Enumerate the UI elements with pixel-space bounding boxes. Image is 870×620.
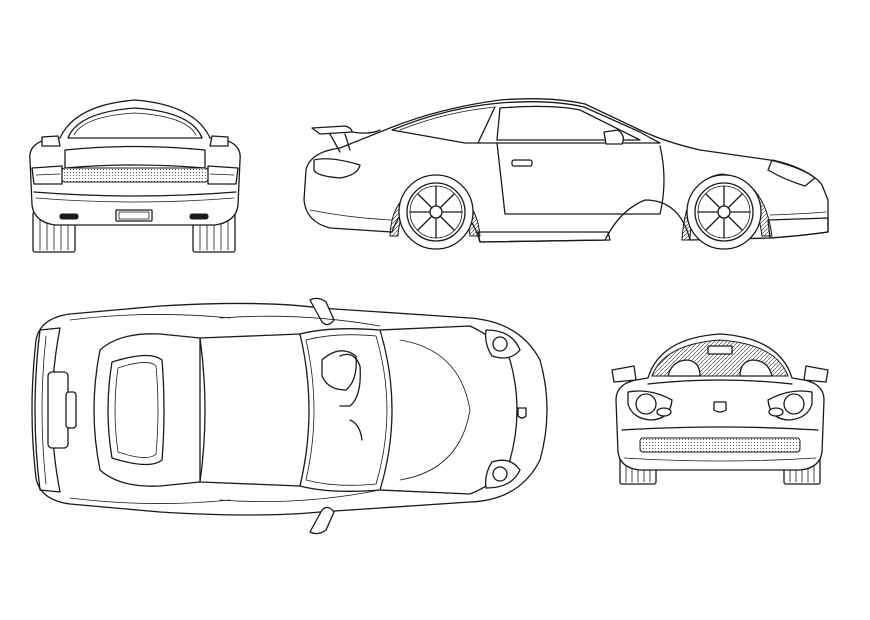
front-seat-right	[739, 359, 773, 377]
front-right-mirror	[803, 365, 829, 383]
rear-window	[67, 107, 203, 139]
top-rear-grille	[47, 371, 69, 449]
side-window-glass	[496, 105, 641, 141]
top-mirror-right	[309, 506, 335, 535]
front-rearview-mirror	[707, 345, 733, 355]
rear-right-mirror	[209, 135, 229, 147]
rear-license-plate	[115, 209, 153, 222]
top-hood-badge	[517, 407, 527, 419]
side-rear-wheel	[398, 174, 474, 250]
top-headlight-left	[484, 329, 521, 359]
front-hood-badge	[713, 401, 727, 413]
rear-left-taillight	[31, 165, 63, 185]
side-skirt	[477, 231, 611, 243]
side-front-wheel	[686, 174, 762, 250]
rear-body-outline	[29, 99, 241, 226]
rear-left-exhaust	[59, 213, 79, 220]
top-seat-left	[321, 350, 357, 391]
top-rear-bumper	[34, 327, 61, 493]
side-front-bumper	[767, 217, 829, 239]
side-door	[496, 142, 665, 215]
rear-light-bar	[61, 167, 209, 183]
side-rear-light	[313, 158, 361, 179]
front-view	[611, 333, 829, 485]
rear-right-taillight	[207, 165, 239, 185]
front-air-intake	[639, 437, 801, 453]
top-rear-window	[107, 354, 165, 466]
side-mirror	[603, 129, 624, 145]
top-view	[31, 297, 548, 535]
side-view	[303, 98, 829, 250]
rear-view	[29, 99, 241, 253]
rear-right-exhaust	[189, 213, 209, 220]
front-left-mirror	[611, 365, 637, 383]
rear-left-mirror	[41, 135, 61, 147]
top-headlight-right	[484, 459, 521, 489]
rear-spoiler	[311, 125, 353, 135]
side-door-handle	[511, 159, 533, 167]
side-window-frame	[391, 101, 661, 144]
side-headlight	[767, 159, 816, 187]
front-seat-left	[667, 359, 701, 377]
